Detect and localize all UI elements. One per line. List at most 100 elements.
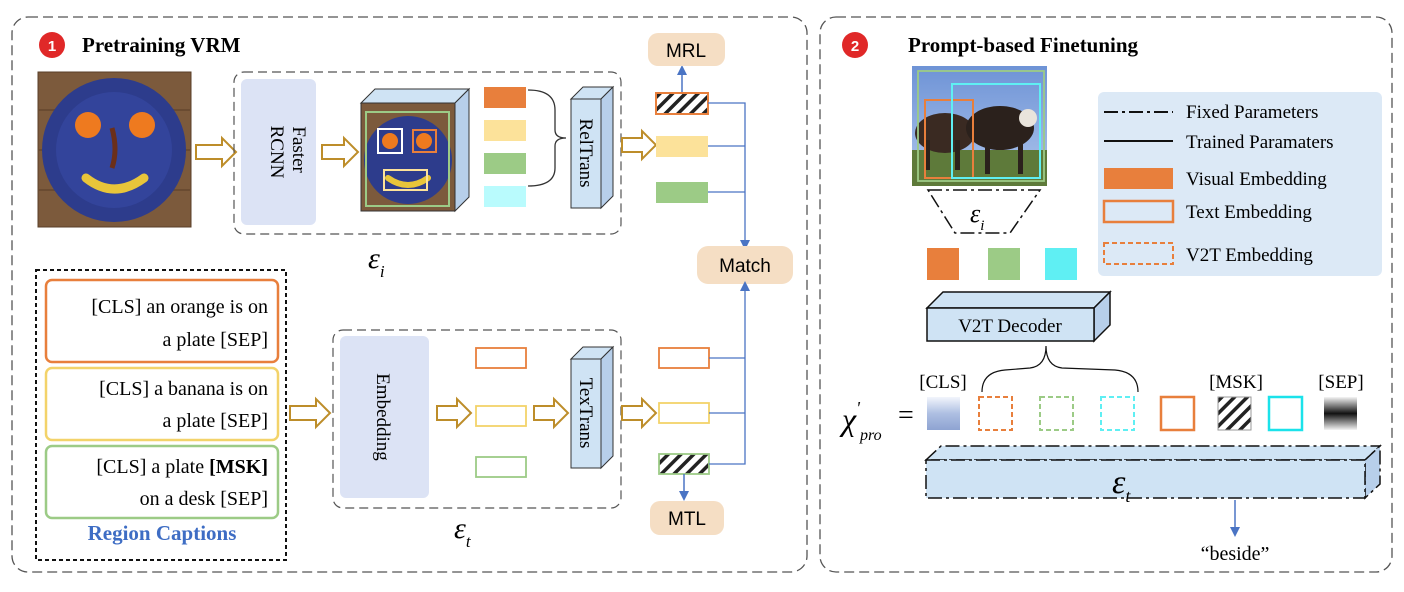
- caption-green-line2: on a desk [SEP]: [140, 488, 268, 510]
- badge-2-number: 2: [851, 38, 859, 55]
- text-to-match-line: [709, 281, 750, 465]
- output-feature-green: [656, 182, 708, 203]
- masked-region-feature: [655, 92, 709, 115]
- legend-fixed-label: Fixed Parameters: [1186, 102, 1318, 123]
- fixed-text-encoder: εt: [924, 444, 1382, 506]
- text-encoder-box: [332, 329, 622, 509]
- caption-orange-line2: a plate [SEP]: [162, 329, 268, 351]
- region-brace: [527, 89, 567, 187]
- region-feature-cyan: [484, 186, 526, 207]
- text-token-orange: [1159, 395, 1196, 432]
- mrl-label: MRL: [666, 41, 706, 62]
- embedding-label: Embedding: [372, 373, 393, 461]
- plate-photo: [37, 71, 192, 228]
- sep-label: [SEP]: [1318, 372, 1363, 393]
- region-captions-box: [35, 269, 287, 561]
- gold-arrow-5: [436, 396, 473, 430]
- faster-rcnn-module: Faster RCNN: [241, 79, 316, 225]
- gold-arrow-1: [195, 135, 238, 169]
- legend-visual-label: Visual Embedding: [1186, 169, 1327, 190]
- legend-v2t-swatch: [1103, 242, 1174, 265]
- faster-rcnn-line2: RCNN: [266, 126, 287, 179]
- msk-label: [MSK]: [1209, 372, 1263, 393]
- reltrans-module: RelTrans: [569, 85, 615, 210]
- badge-1-number: 1: [48, 38, 56, 55]
- embedding-module: Embedding: [340, 336, 429, 498]
- gold-arrow-7: [621, 396, 658, 430]
- badge-2: 2: [842, 32, 868, 58]
- v2t-decoder-label: V2T Decoder: [958, 316, 1062, 337]
- region-cube: [359, 87, 471, 213]
- output-token-orange: [658, 347, 710, 369]
- reltrans-label: RelTrans: [575, 119, 596, 188]
- textrans-module: TexTrans: [569, 345, 615, 470]
- sep-token: [1324, 397, 1357, 430]
- legend-v2t-label: V2T Embedding: [1186, 245, 1313, 266]
- caption-green: [CLS] a plate [MSK] on a desk [SEP]: [44, 444, 280, 520]
- match-head: Match: [697, 246, 793, 284]
- output-token-yellow: [658, 402, 710, 424]
- right-panel-title: Prompt-based Finetuning: [908, 33, 1139, 57]
- ft-visual-emb-cyan: [1045, 248, 1077, 280]
- legend-text-swatch: [1102, 199, 1175, 224]
- match-label: Match: [719, 256, 771, 277]
- legend-text-label: Text Embedding: [1186, 202, 1312, 223]
- v2t-token-orange: [978, 396, 1013, 431]
- textrans-label: TexTrans: [575, 378, 596, 449]
- masked-token: [658, 453, 710, 475]
- token-emb-green: [475, 456, 527, 478]
- decoder-brace: [981, 345, 1139, 393]
- gold-arrow-3: [621, 128, 658, 162]
- v2t-token-green: [1039, 396, 1074, 431]
- right-panel-border: [819, 16, 1393, 573]
- caption-yellow-line2: a plate [SEP]: [162, 410, 268, 432]
- region-feature-yellow: [484, 120, 526, 141]
- v2t-token-cyan: [1100, 396, 1135, 431]
- region-feature-green: [484, 153, 526, 174]
- cow-photo: [912, 66, 1047, 186]
- mtl-label: MTL: [668, 509, 706, 530]
- cls-token: [927, 397, 960, 430]
- legend-trained-label: Trained Paramaters: [1186, 132, 1334, 153]
- ft-visual-encoder-symbol: εi: [970, 199, 984, 234]
- left-panel-border: [11, 16, 808, 573]
- gold-arrow-2: [321, 135, 360, 169]
- prompt-symbol: χ'pro: [839, 398, 882, 444]
- region-feature-orange: [484, 87, 526, 108]
- faster-rcnn-line1: Faster: [288, 126, 309, 173]
- token-emb-yellow: [475, 405, 527, 427]
- region-captions-label: Region Captions: [88, 521, 237, 545]
- right-panel: 2 Prompt-based Finetuning εi: [819, 16, 1393, 573]
- token-emb-orange: [475, 347, 527, 369]
- caption-orange-line1: [CLS] an orange is on: [91, 296, 268, 318]
- left-panel-title: Pretraining VRM: [82, 33, 241, 57]
- fixed-visual-encoder: [926, 189, 1042, 234]
- legend: Fixed Parameters Trained Paramaters Visu…: [1098, 92, 1382, 276]
- legend-visual-swatch: [1104, 168, 1173, 189]
- badge-1: 1: [39, 32, 65, 58]
- cls-label: [CLS]: [919, 372, 967, 393]
- caption-yellow-line1: [CLS] a banana is on: [99, 378, 268, 400]
- visual-to-match-line: [708, 102, 750, 250]
- mrl-head: MRL: [648, 33, 725, 66]
- mtl-head: MTL: [650, 501, 724, 535]
- text-token-cyan: [1267, 395, 1304, 432]
- ft-text-encoder-symbol: εt: [1112, 464, 1131, 506]
- ft-visual-emb-green: [988, 248, 1020, 280]
- caption-green-line1: [CLS] a plate [MSK]: [96, 456, 268, 478]
- caption-yellow: [CLS] a banana is on a plate [SEP]: [44, 366, 280, 442]
- output-word: “beside”: [1201, 543, 1270, 565]
- svg-text:Faster RCNN: Faster RCNN: [266, 126, 309, 179]
- caption-orange: [CLS] an orange is on a plate [SEP]: [44, 278, 280, 364]
- prompt-equals: =: [898, 400, 914, 431]
- visual-encoder-symbol: εi: [368, 242, 385, 281]
- gold-arrow-6: [533, 396, 570, 430]
- v2t-decoder: V2T Decoder: [925, 290, 1112, 343]
- ft-visual-emb-orange: [927, 248, 959, 280]
- msk-token: [1217, 396, 1252, 431]
- left-panel: 1 Pretraining VRM Faster: [11, 16, 808, 573]
- text-encoder-symbol: εt: [454, 512, 472, 551]
- output-feature-yellow: [656, 136, 708, 157]
- gold-arrow-4: [289, 396, 332, 430]
